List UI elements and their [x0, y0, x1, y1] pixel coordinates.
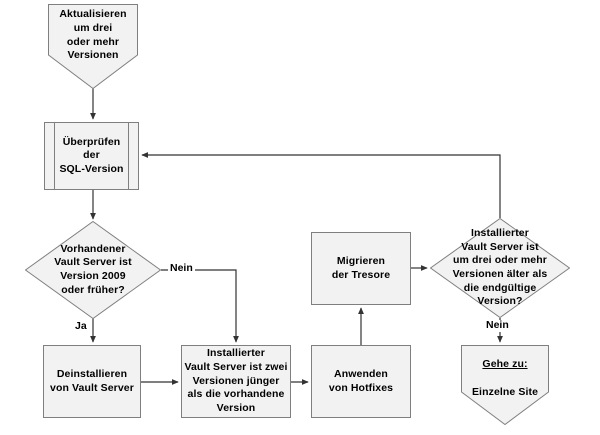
node-anwenden-von-hotfixes[interactable]: Anwenden von Hotfixes: [311, 345, 411, 418]
edge-label-decision1-no: Nein: [168, 262, 195, 275]
node-label: Anwenden von Hotfixes: [328, 367, 394, 394]
node-aktualisieren-um-drei-oder-mehr-versionen[interactable]: Aktualisieren um drei oder mehr Versione…: [48, 4, 138, 89]
predefined-process-left-bar: [54, 123, 55, 189]
node-label: Migrieren der Tresore: [331, 254, 391, 281]
pentagon-down-shape: [48, 4, 138, 89]
node-gehe-zu-einzelne-site[interactable]: Gehe zu: Einzelne Site: [461, 345, 549, 425]
edge-label-decision2-no: Nein: [484, 319, 511, 332]
node-ueberpruefen-der-sql-version[interactable]: Überprüfen der SQL-Version: [44, 122, 139, 190]
node-label: Aktualisieren um drei oder mehr Versione…: [59, 8, 127, 62]
goto-label-line1: Gehe zu:: [482, 358, 528, 371]
diamond-shape: [25, 221, 161, 319]
node-label-block: Gehe zu: Einzelne Site: [470, 345, 540, 400]
node-label: Installierter Vault Server ist um drei o…: [452, 227, 548, 308]
node-label: Installierter Vault Server ist zwei Vers…: [184, 347, 288, 414]
node-deinstallieren-von-vault-server[interactable]: Deinstallieren von Vault Server: [43, 345, 141, 418]
node-decision-installierter-vault-server-drei-oder-mehr[interactable]: Installierter Vault Server ist um drei o…: [430, 218, 570, 318]
node-migrieren-der-tresore[interactable]: Migrieren der Tresore: [311, 232, 411, 305]
pentagon-down-shape: [461, 345, 549, 425]
edge-decision1-no: [161, 269, 239, 343]
edge-label-decision1-yes: Ja: [73, 320, 89, 333]
diamond-shape: [430, 218, 570, 318]
edge-decision2-yes-loop: [141, 152, 501, 218]
predefined-process-right-bar: [128, 123, 129, 189]
node-label: Überprüfen der SQL-Version: [59, 135, 124, 175]
node-installierter-vault-server-zwei-versionen[interactable]: Installierter Vault Server ist zwei Vers…: [181, 345, 291, 418]
goto-label-line2: Einzelne Site: [471, 385, 539, 398]
node-decision-vorhandener-vault-server[interactable]: Vorhandener Vault Server ist Version 200…: [25, 221, 161, 319]
node-label: Deinstallieren von Vault Server: [50, 367, 134, 394]
node-label: Vorhandener Vault Server ist Version 200…: [54, 242, 132, 296]
